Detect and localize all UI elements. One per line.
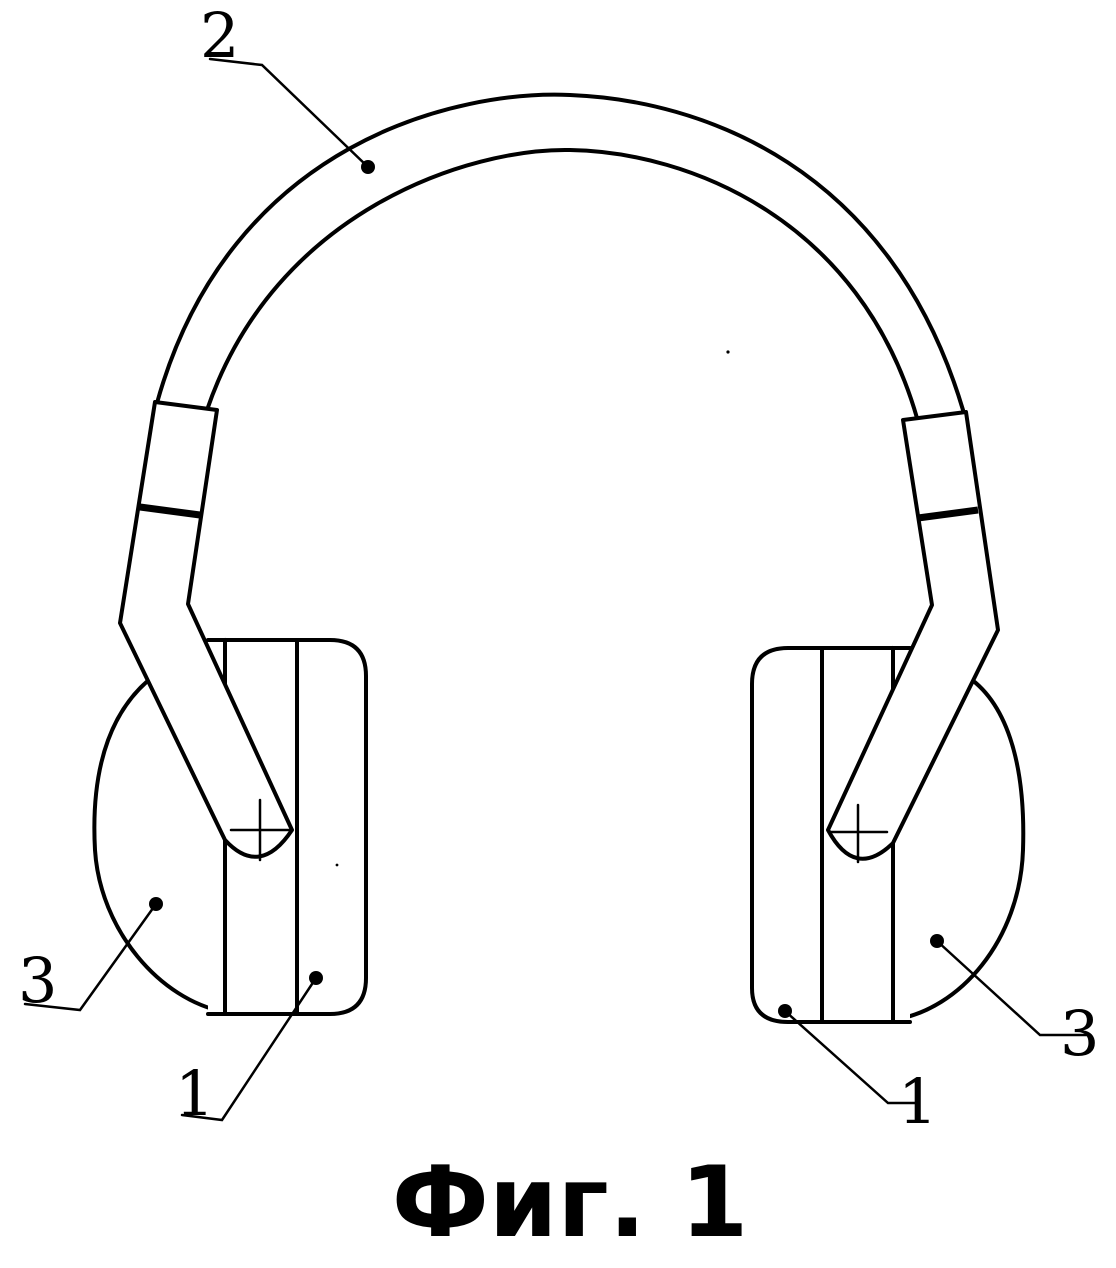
left-cushion-leader	[180, 976, 318, 1122]
headband-leader	[208, 57, 370, 169]
label-left-cushion: 1	[175, 1057, 214, 1130]
scan-speck	[726, 350, 730, 354]
left-slider-arm	[118, 400, 294, 862]
left-cup-leader	[23, 902, 158, 1012]
label-right-cushion: 1	[898, 1065, 937, 1138]
label-right-cup: 3	[1060, 997, 1099, 1070]
label-left-cup: 3	[18, 944, 57, 1017]
figure-caption: Фиг. 1	[392, 1146, 749, 1260]
reference-markers	[23, 57, 1092, 1122]
headband	[155, 92, 965, 420]
scan-speck	[335, 863, 339, 867]
right-cushion-leader	[783, 1009, 920, 1105]
label-headband: 2	[200, 0, 239, 72]
right-slider-arm	[826, 410, 1000, 864]
right-cup-leader	[935, 939, 1092, 1037]
